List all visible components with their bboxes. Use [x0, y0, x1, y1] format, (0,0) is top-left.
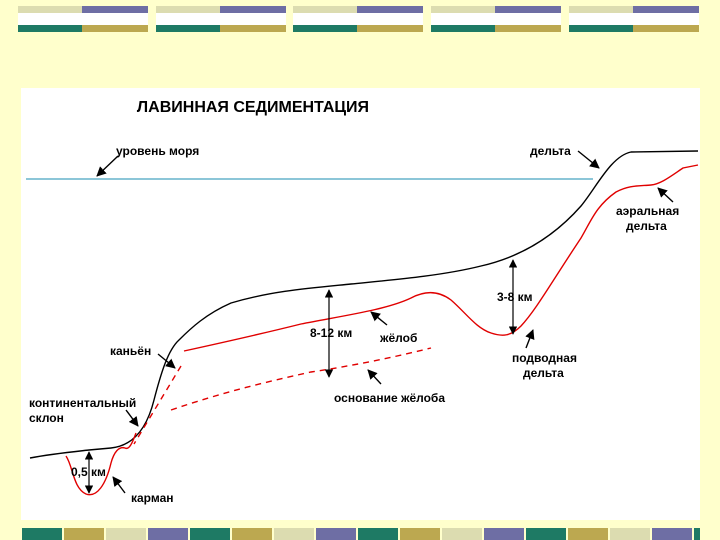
deco-bottom-segment-3: [148, 528, 188, 540]
aerial-delta-pointer: [658, 188, 673, 202]
deco-bottom-segment-11: [484, 528, 524, 540]
pocket-pointer: [113, 477, 125, 493]
deco-top-block-4-f: [633, 25, 699, 32]
seafloor-profile: [30, 151, 698, 458]
deco-top-block-3-b: [495, 6, 561, 13]
underwater-delta-label-line1: подводная: [512, 351, 577, 365]
deco-top-block-1-e: [156, 25, 220, 32]
deco-bottom-segment-1: [64, 528, 104, 540]
deco-top-block-0-a: [18, 6, 82, 13]
deco-bottom-segment-2: [106, 528, 146, 540]
sediment-layer: [66, 433, 136, 495]
trough-base-pointer: [368, 370, 381, 384]
deco-top-block-4-c: [569, 13, 633, 25]
delta-label: дельта: [530, 144, 571, 158]
trough-label: жёлоб: [379, 331, 417, 345]
deco-bottom-segment-12: [526, 528, 566, 540]
deco-top-block-0-c: [18, 13, 82, 25]
top-decoration-bar: [0, 6, 720, 34]
deco-top-block-0-e: [18, 25, 82, 32]
deco-top-block-3-f: [495, 25, 561, 32]
deco-top-block-1-f: [220, 25, 286, 32]
deco-top-block-2-e: [293, 25, 357, 32]
trough-base-label: основание жёлоба: [334, 391, 445, 405]
deco-top-block-1-a: [156, 6, 220, 13]
canyon-dashed-line: [134, 366, 181, 444]
deco-top-block-1-c: [156, 13, 220, 25]
deco-bottom-segment-5: [232, 528, 272, 540]
deco-bottom-segment-0: [22, 528, 62, 540]
bottom-decoration-bar: [0, 528, 720, 540]
deco-top-block-2-d: [357, 13, 423, 25]
canyon-pointer: [158, 354, 175, 368]
deco-bottom-segment-15: [652, 528, 692, 540]
deco-top-block-0-f: [82, 25, 148, 32]
aerial-delta-label-line2: дельта: [626, 219, 667, 233]
trough-pointer: [371, 312, 387, 325]
diagram-panel: ЛАВИННАЯ СЕДИМЕНТАЦИЯ уровень моря дельт…: [21, 88, 700, 520]
trough-sediment-line: [184, 165, 698, 351]
deco-bottom-segment-9: [400, 528, 440, 540]
sea-level-pointer: [97, 156, 118, 176]
deco-bottom-segment-10: [442, 528, 482, 540]
range-3-8-label: 3-8 км: [497, 290, 533, 304]
underwater-delta-label-line2: дельта: [523, 366, 564, 380]
deco-bottom-segment-6: [274, 528, 314, 540]
deco-top-block-2-c: [293, 13, 357, 25]
deco-bottom-segment-13: [568, 528, 608, 540]
depth-0-5-label: 0,5 км: [71, 465, 106, 479]
slope-pointer: [126, 410, 138, 426]
pocket-label: карман: [131, 491, 174, 505]
deco-top-block-3-a: [431, 6, 495, 13]
deco-top-block-1-d: [220, 13, 286, 25]
slope-label-line2: склон: [29, 411, 64, 425]
deco-top-block-3-d: [495, 13, 561, 25]
deco-top-block-3-c: [431, 13, 495, 25]
sea-level-label: уровень моря: [116, 144, 199, 158]
deco-top-block-2-b: [357, 6, 423, 13]
deco-bottom-segment-4: [190, 528, 230, 540]
deco-bottom-segment-16: [694, 528, 700, 540]
underwater-delta-pointer: [526, 330, 533, 348]
deco-top-block-0-d: [82, 13, 148, 25]
canyon-label: каньён: [110, 344, 151, 358]
delta-pointer: [578, 151, 599, 168]
deco-top-block-4-d: [633, 13, 699, 25]
avalanche-sedimentation-diagram: ЛАВИННАЯ СЕДИМЕНТАЦИЯ уровень моря дельт…: [21, 88, 700, 520]
deco-top-block-3-e: [431, 25, 495, 32]
deco-top-block-2-a: [293, 6, 357, 13]
aerial-delta-label-line1: аэральная: [616, 204, 679, 218]
range-8-12-label: 8-12 км: [310, 326, 352, 340]
diagram-title: ЛАВИННАЯ СЕДИМЕНТАЦИЯ: [137, 99, 369, 116]
deco-bottom-segment-8: [358, 528, 398, 540]
deco-top-block-2-f: [357, 25, 423, 32]
deco-bottom-segment-7: [316, 528, 356, 540]
slope-label-line1: континентальный: [29, 396, 136, 410]
deco-top-block-0-b: [82, 6, 148, 13]
deco-top-block-4-a: [569, 6, 633, 13]
deco-bottom-segment-14: [610, 528, 650, 540]
deco-top-block-4-e: [569, 25, 633, 32]
deco-top-block-1-b: [220, 6, 286, 13]
deco-top-block-4-b: [633, 6, 699, 13]
